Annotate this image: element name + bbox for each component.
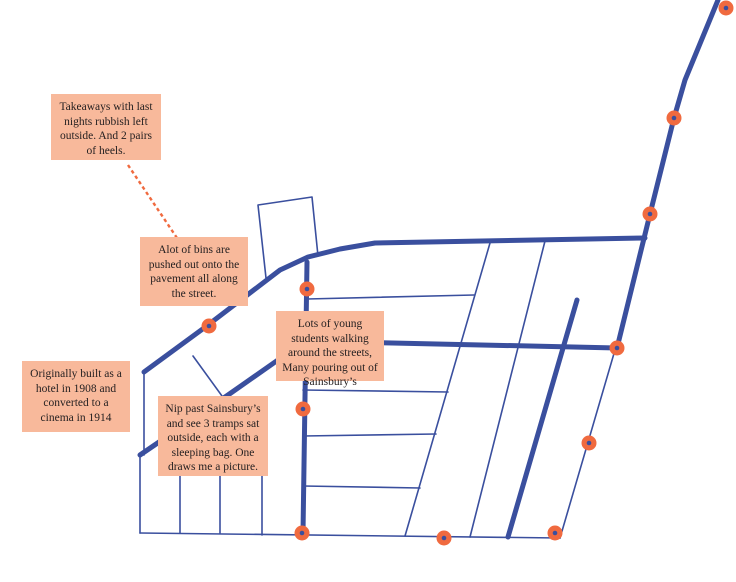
street-diagonal-1	[404, 242, 491, 537]
route-stop-marker-icon	[581, 435, 597, 451]
street-diagonal-2	[469, 240, 546, 538]
street-spur	[192, 355, 223, 397]
note-bins: Alot of bins are pushed out onto the pav…	[140, 237, 248, 306]
main-road-central	[300, 259, 310, 536]
route-stop-marker-icon	[547, 525, 563, 541]
route-stop-marker-icon	[295, 401, 311, 417]
street-east-west-1	[306, 294, 475, 300]
route-stop-marker-icon	[666, 110, 682, 126]
street-east-west-3	[302, 433, 437, 437]
route-stop-marker-icon	[642, 206, 658, 222]
route-stop-marker-icon	[299, 281, 315, 297]
route-stop-marker-icon	[718, 0, 734, 16]
street-east-west-2	[302, 389, 449, 393]
route-stop-marker-icon	[294, 525, 310, 541]
note-hotel: Originally built as a hotel in 1908 and …	[22, 361, 130, 432]
street-east-west-4	[302, 485, 421, 489]
note-students: Lots of young students walking around th…	[276, 311, 384, 388]
route-stop-marker-icon	[609, 340, 625, 356]
note-takeaways: Takeaways with last nights rubbish left …	[51, 94, 161, 160]
note-connector-line	[127, 164, 178, 239]
note-tramps: Nip past Sainsbury’s and see 3 tramps sa…	[158, 396, 268, 476]
main-road-east	[614, 0, 721, 351]
main-road-south	[505, 297, 580, 540]
street-outline-south	[139, 532, 561, 539]
building-outline	[257, 196, 319, 279]
route-stop-markers	[201, 0, 734, 546]
route-stop-marker-icon	[436, 530, 452, 546]
route-stop-marker-icon	[201, 318, 217, 334]
